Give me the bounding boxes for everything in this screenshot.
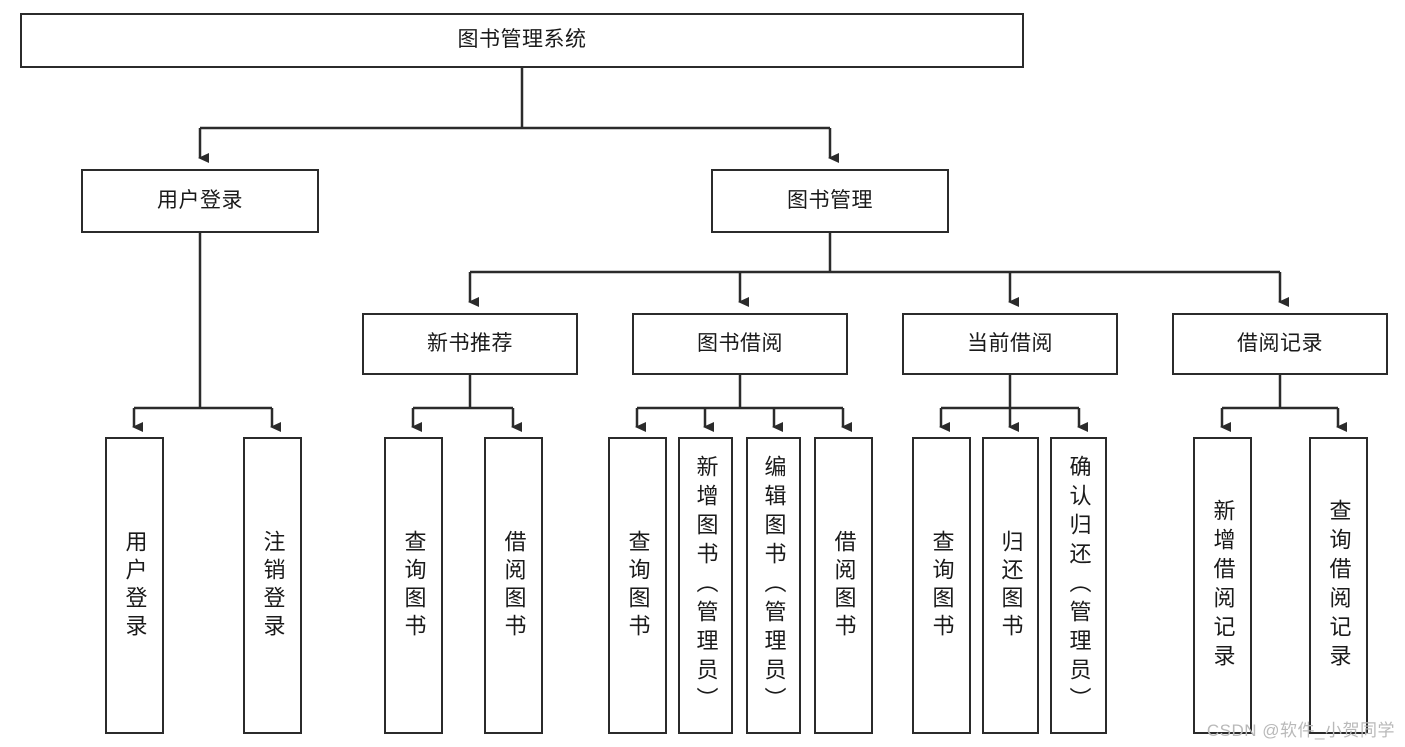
leaf-query-book-borrow[interactable]: 查询图书	[608, 437, 667, 734]
node-label: 查询借阅记录	[1326, 498, 1352, 673]
node-label: 借阅图书	[831, 529, 857, 642]
node-label: 用户登录	[122, 529, 148, 642]
leaf-borrow-book-recommend[interactable]: 借阅图书	[484, 437, 543, 734]
node-label: 借阅图书	[501, 529, 527, 642]
node-current-borrow[interactable]: 当前借阅	[902, 313, 1118, 375]
node-label: 归还图书	[998, 529, 1024, 642]
node-new-book-recommend[interactable]: 新书推荐	[362, 313, 578, 375]
node-user-login[interactable]: 用户登录	[81, 169, 319, 233]
node-label: 确认归还（管理员）	[1066, 455, 1092, 716]
watermark: CSDN @软件_小贺同学	[1206, 721, 1395, 740]
node-label: 查询图书	[625, 529, 651, 642]
leaf-edit-book-admin[interactable]: 编辑图书（管理员）	[746, 437, 801, 734]
node-root-system[interactable]: 图书管理系统	[20, 13, 1024, 68]
leaf-logout[interactable]: 注销登录	[243, 437, 302, 734]
node-label: 查询图书	[401, 529, 427, 642]
leaf-return-book[interactable]: 归还图书	[982, 437, 1039, 734]
node-label: 图书管理系统	[457, 28, 587, 52]
leaf-confirm-return-admin[interactable]: 确认归还（管理员）	[1050, 437, 1107, 734]
leaf-add-borrow-record[interactable]: 新增借阅记录	[1193, 437, 1252, 734]
node-label: 编辑图书（管理员）	[761, 455, 787, 716]
node-label: 当前借阅	[967, 331, 1053, 355]
leaf-query-book-current[interactable]: 查询图书	[912, 437, 971, 734]
node-label: 图书管理	[787, 188, 873, 212]
node-label: 图书借阅	[697, 331, 783, 355]
leaf-add-book-admin[interactable]: 新增图书（管理员）	[678, 437, 733, 734]
node-label: 查询图书	[929, 529, 955, 642]
node-label: 用户登录	[157, 188, 243, 212]
leaf-query-borrow-record[interactable]: 查询借阅记录	[1309, 437, 1368, 734]
node-label: 新增图书（管理员）	[693, 455, 719, 716]
leaf-borrow-book[interactable]: 借阅图书	[814, 437, 873, 734]
leaf-user-login[interactable]: 用户登录	[105, 437, 164, 734]
node-book-borrow[interactable]: 图书借阅	[632, 313, 848, 375]
node-label: 注销登录	[260, 529, 286, 642]
node-label: 新增借阅记录	[1210, 498, 1236, 673]
node-label: 新书推荐	[427, 331, 513, 355]
node-book-management[interactable]: 图书管理	[711, 169, 949, 233]
node-label: 借阅记录	[1237, 331, 1323, 355]
leaf-query-book-recommend[interactable]: 查询图书	[384, 437, 443, 734]
node-borrow-record[interactable]: 借阅记录	[1172, 313, 1388, 375]
